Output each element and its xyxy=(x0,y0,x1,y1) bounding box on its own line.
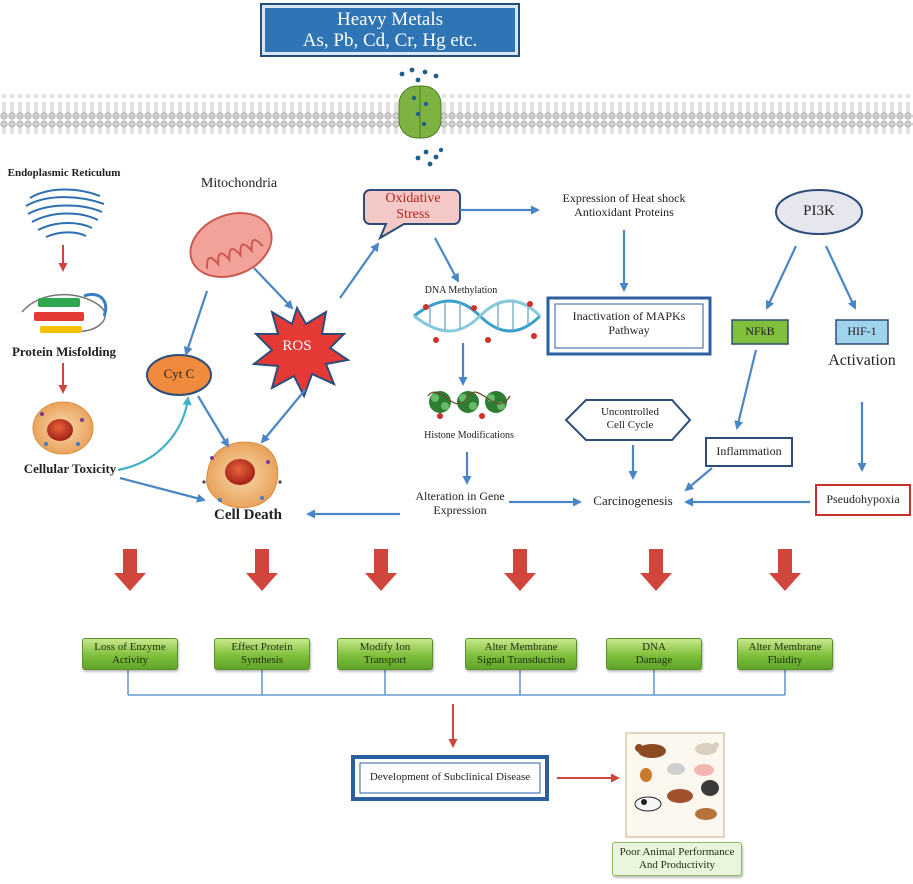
toxic-cell-icon xyxy=(32,401,94,455)
effect-signal-line1: Alter Membrane xyxy=(484,641,558,654)
effect-protein-box: Effect Protein Synthesis xyxy=(214,638,310,670)
effect-connectors xyxy=(127,670,786,696)
title-line1: Heavy Metals xyxy=(336,8,444,30)
cow-icon xyxy=(635,744,666,758)
cytc-ellipse xyxy=(146,354,212,396)
goat-icon xyxy=(695,742,719,755)
oxidative-line2: Stress xyxy=(396,207,430,223)
pig-icon xyxy=(694,764,714,776)
animals-line1: Poor Animal Performance xyxy=(619,846,735,859)
carcinogenesis-label: Carcinogenesis xyxy=(593,493,673,508)
cell-cycle-label: Uncontrolled Cell Cycle xyxy=(578,406,682,431)
mapk-line1: Inactivation of MAPKs xyxy=(572,309,686,323)
cell-membrane xyxy=(0,94,913,134)
effect-ion-line1: Modify Ion xyxy=(359,641,411,654)
activation-label: Activation xyxy=(828,352,896,369)
effect-fluidity-line2: Fluidity xyxy=(767,654,803,666)
effect-signal-line2: Signal Transduction xyxy=(476,654,566,666)
subclinical-box xyxy=(351,755,549,801)
gene-expression-label: Alteration in Gene Expression xyxy=(400,489,520,518)
heat-shock-line1: Expression of Heat shock xyxy=(562,191,686,205)
effect-protein-line1: Effect Protein xyxy=(231,641,293,654)
pseudohypoxia-label: Pseudohypoxia xyxy=(826,492,900,506)
blue-arrows xyxy=(119,205,867,519)
histone-icon xyxy=(427,391,511,419)
oxidative-stress-label: Oxidative Stress xyxy=(364,191,462,223)
histone-label: Histone Modifications xyxy=(424,430,514,441)
sheep-icon xyxy=(667,763,685,775)
dna-helix-icon xyxy=(413,299,542,343)
mitochondria-icon xyxy=(189,212,273,278)
mitochondria-label: Mitochondria xyxy=(200,176,278,191)
effect-dna-box: DNA Damage xyxy=(606,638,702,670)
animals-picture xyxy=(625,732,725,838)
title-line2: As, Pb, Cd, Cr, Hg etc. xyxy=(302,30,478,51)
effect-fluidity-line1: Alter Membrane xyxy=(748,641,822,654)
pi3k-ellipse xyxy=(775,189,863,235)
misfolding-label: Protein Misfolding xyxy=(11,344,117,359)
endoplasmic-reticulum-icon xyxy=(25,188,105,238)
oxidative-stress-callout xyxy=(363,189,461,241)
pseudohypoxia-box xyxy=(815,484,911,516)
mapk-box xyxy=(546,296,712,356)
effect-enzyme-box: Loss of Enzyme Activity xyxy=(82,638,178,670)
effect-enzyme-line2: Activity xyxy=(111,654,149,666)
effect-dna-line1: DNA xyxy=(642,641,666,654)
hif1-box xyxy=(835,319,889,345)
heavy-metals-title: Heavy Metals As, Pb, Cd, Cr, Hg etc. xyxy=(260,3,520,57)
dna-methylation-label: DNA Methylation xyxy=(424,285,498,296)
effect-ion-line2: Transport xyxy=(363,654,407,666)
cell-cycle-line2: Cell Cycle xyxy=(606,418,654,431)
animals-line2: And Productivity xyxy=(638,859,716,871)
turkey-icon xyxy=(701,780,719,796)
animals-caption-box: Poor Animal Performance And Productivity xyxy=(612,842,742,876)
er-label: Endoplasmic Reticulum xyxy=(7,167,121,179)
calf-icon xyxy=(695,808,717,820)
nfkb-box xyxy=(731,319,789,345)
pi3k-label: PI3K xyxy=(803,203,835,219)
effect-enzyme-line1: Loss of Enzyme xyxy=(94,641,166,654)
gene-expression-line1: Alteration in Gene xyxy=(415,489,505,503)
dying-cell-icon xyxy=(202,441,282,509)
mapk-line2: Pathway xyxy=(608,322,650,337)
toxicity-label: Cellular Toxicity xyxy=(23,461,117,476)
inflammation-label: Inflammation xyxy=(716,444,782,458)
teal-arrow xyxy=(117,396,192,472)
inflammation-box xyxy=(705,437,793,467)
ros-burst xyxy=(251,305,351,399)
chicken-icon xyxy=(640,768,652,782)
big-red-arrows xyxy=(114,549,801,591)
dairy-cow-icon xyxy=(634,796,662,812)
nfkb-label: NFkB xyxy=(745,324,775,338)
subclinical-label: Development of Subclinical Disease xyxy=(369,771,531,783)
effect-fluidity-box: Alter Membrane Fluidity xyxy=(737,638,833,670)
effect-protein-line2: Synthesis xyxy=(240,654,284,666)
cell-cycle-line1: Uncontrolled xyxy=(600,406,660,418)
membrane-channel xyxy=(398,85,442,139)
ros-label: ROS xyxy=(282,338,312,354)
heat-shock-line2: Antioxidant Proteins xyxy=(574,204,674,219)
gene-expression-line2: Expression xyxy=(433,502,487,517)
heat-shock-label: Expression of Heat shock Antioxidant Pro… xyxy=(540,191,708,220)
horse-icon xyxy=(667,789,693,803)
mapk-label: Inactivation of MAPKs Pathway xyxy=(556,309,702,338)
cell-death-label: Cell Death xyxy=(214,507,282,523)
hif1-label: HIF-1 xyxy=(847,324,877,338)
metal-ions xyxy=(399,67,444,167)
oxidative-line1: Oxidative xyxy=(385,191,441,206)
effect-ion-box: Modify Ion Transport xyxy=(337,638,433,670)
protein-misfolding-icon xyxy=(21,293,108,333)
cell-cycle-hexagon xyxy=(564,399,692,441)
effect-signal-box: Alter Membrane Signal Transduction xyxy=(465,638,577,670)
cytc-label: Cyt C xyxy=(163,366,195,381)
effect-dna-line2: Damage xyxy=(635,654,673,666)
